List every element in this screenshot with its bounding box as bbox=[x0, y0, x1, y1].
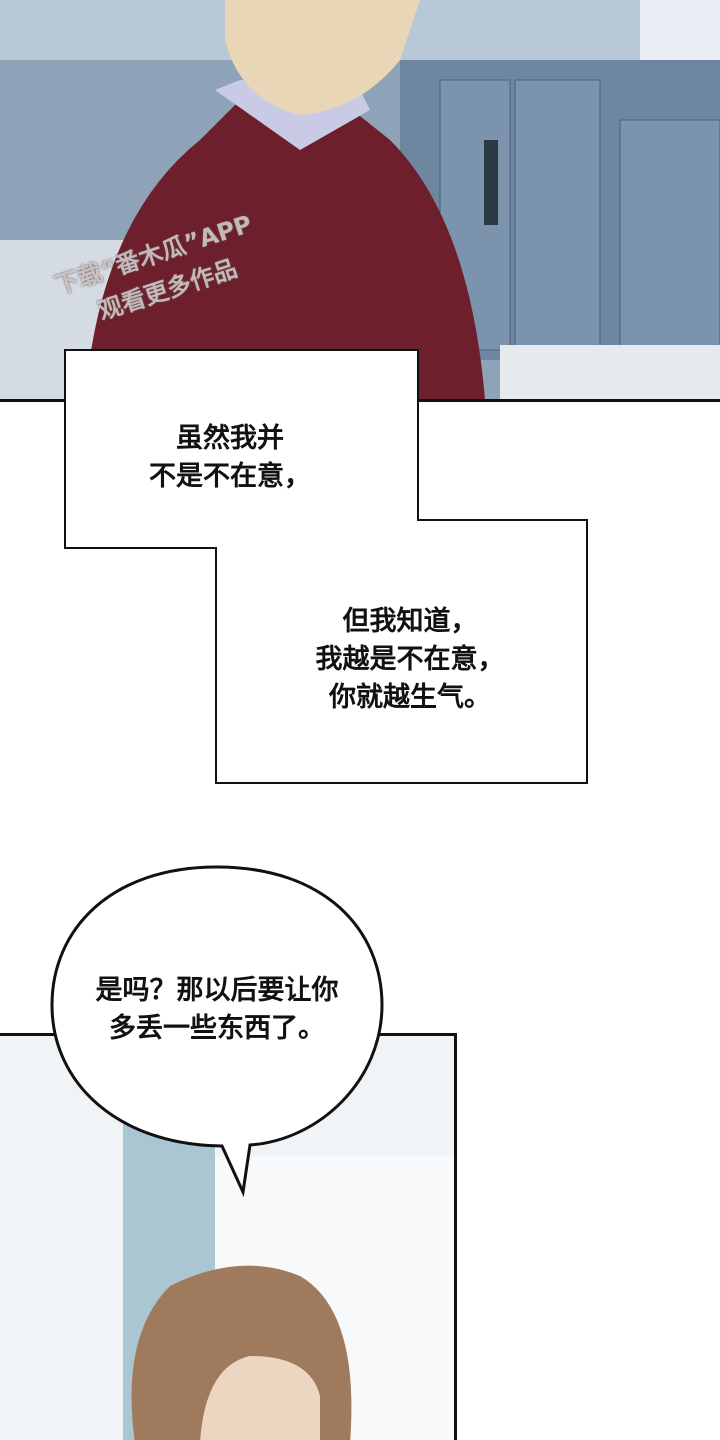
speech-text: 是吗？那以后要让你 多丢一些东西了。 bbox=[95, 975, 339, 1044]
boy-scene bbox=[123, 1096, 454, 1440]
panel-bottom-artwork bbox=[0, 1033, 457, 1440]
caption-box bbox=[64, 349, 588, 784]
panel-top-artwork: 下载“番木瓜”APP 观看更多作品 bbox=[0, 0, 720, 400]
caption-text-1: 虽然我并 不是不在意， bbox=[149, 423, 311, 492]
face bbox=[225, 0, 420, 115]
face bbox=[200, 1356, 320, 1440]
caption-text-2: 但我知道， 我越是不在意， 你就越生气。 bbox=[315, 606, 505, 713]
classroom-scene bbox=[0, 0, 720, 400]
sweater bbox=[85, 100, 485, 400]
